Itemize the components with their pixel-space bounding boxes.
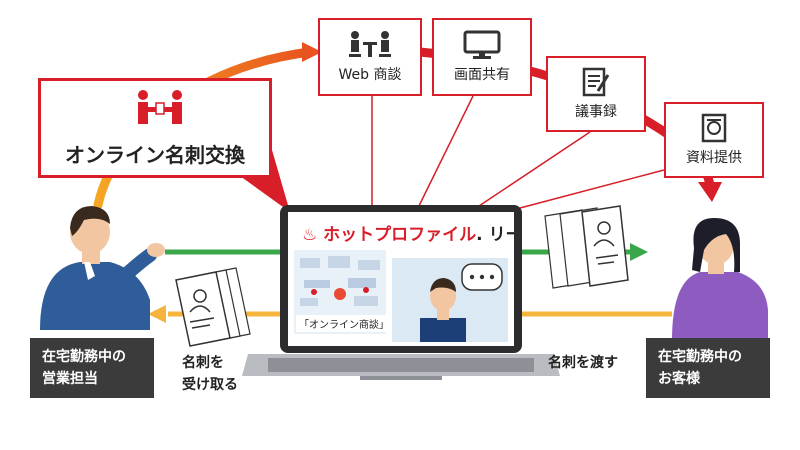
- feature-box-document: 資料提供: [664, 102, 764, 178]
- main-pointer: [240, 150, 290, 212]
- customer-label: 在宅勤務中の お客様: [646, 338, 770, 398]
- video-call-window: [392, 258, 508, 342]
- brand-prefix: ホットプロファイル: [323, 225, 477, 245]
- laptop-screen: ♨ ホットプロファイル. リーチ 「オンライン商談」: [288, 212, 514, 346]
- receive-card-label-line: 名刺を: [182, 355, 224, 371]
- brand-suffix: リーチ: [488, 225, 514, 245]
- salesperson-label: 在宅勤務中の 営業担当: [30, 338, 154, 398]
- customer-label-line: 在宅勤務中の: [658, 349, 742, 365]
- feature-label: Web 商談: [338, 67, 402, 83]
- green-arrow-head: [630, 243, 648, 261]
- business-card-exchange-icon: [138, 90, 182, 124]
- meeting-icon: [349, 31, 391, 57]
- feature-arc-head: [698, 182, 722, 202]
- salesperson-figure: [40, 206, 165, 330]
- feature-label: 議事録: [575, 104, 617, 120]
- flow-arc-head: [302, 42, 322, 62]
- brand-separator: .: [476, 225, 489, 245]
- orange-arrow-head: [148, 305, 166, 323]
- document-icon: [701, 113, 727, 143]
- main-feature-label: オンライン名刺交換: [65, 143, 245, 167]
- feature-box-web-meeting: Web 商談: [318, 18, 422, 96]
- given-card-stack: [544, 205, 629, 289]
- flame-icon: ♨: [302, 225, 318, 245]
- customer-figure: [672, 218, 768, 340]
- feature-label: 資料提供: [686, 150, 742, 166]
- main-feature-box: オンライン名刺交換: [38, 78, 272, 178]
- customer-label-line: お客様: [658, 371, 700, 387]
- feature-box-screen-share: 画面共有: [432, 18, 532, 96]
- salesperson-label-line: 営業担当: [42, 371, 98, 387]
- brand-logo: ♨ ホットプロファイル. リーチ: [302, 220, 514, 245]
- monitor-icon: [463, 30, 501, 59]
- screen-caption: 「オンライン商談」: [296, 315, 392, 332]
- give-card-label: 名刺を渡す: [548, 355, 618, 371]
- salesperson-label-line: 在宅勤務中の: [42, 349, 126, 365]
- receive-card-label-line: 受け取る: [182, 377, 238, 393]
- feature-label: 画面共有: [454, 67, 510, 83]
- feature-box-minutes: 議事録: [546, 56, 646, 132]
- receive-card-label: 名刺を 受け取る: [182, 352, 238, 396]
- minutes-icon: [582, 67, 610, 97]
- received-card-stack: [175, 267, 251, 347]
